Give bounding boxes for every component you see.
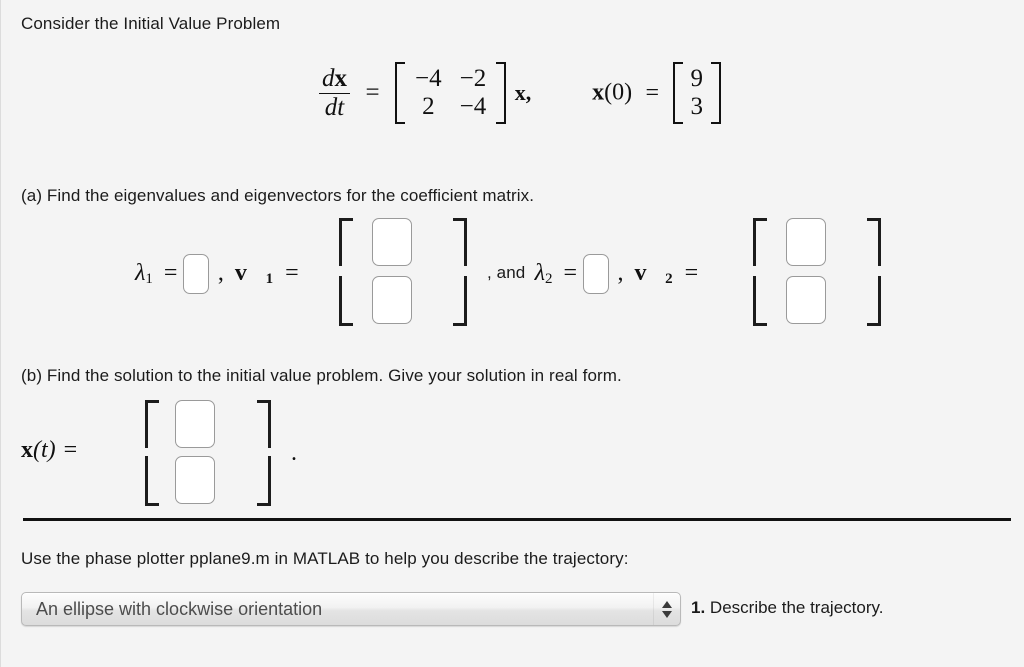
and-connector: , and	[487, 263, 531, 283]
derivative-denominator: dt	[319, 92, 350, 121]
solution-period: .	[291, 440, 297, 466]
trajectory-select-value: An ellipse with clockwise orientation	[36, 598, 323, 619]
bracket-bottom-left	[145, 456, 159, 506]
initial-equals-sign: =	[645, 79, 660, 106]
select-spinner[interactable]	[653, 593, 680, 625]
eigenvector-1-row1-input[interactable]	[372, 218, 412, 266]
derivative-numerator: dx	[322, 64, 347, 92]
eigenvector-2-row2-input[interactable]	[786, 276, 826, 324]
matrix-cell: 2	[422, 93, 435, 120]
matrix-row: −4 −2	[406, 65, 495, 93]
phase-plotter-instruction: Use the phase plotter pplane9.m in MATLA…	[21, 549, 629, 568]
lambda1-group: λ1 = , v⃗1 =	[135, 254, 299, 294]
bracket-bottom-right	[867, 276, 881, 326]
bracket-top-right	[257, 400, 271, 448]
matrix-cell: 9	[690, 65, 704, 92]
question-text: Describe the trajectory.	[709, 598, 884, 617]
bracket-bottom-left	[339, 276, 353, 326]
matrix-row: 3	[682, 93, 713, 121]
solution-row1-input[interactable]	[175, 400, 215, 448]
bracket-bottom-right	[257, 456, 271, 506]
lambda2-input[interactable]	[583, 254, 610, 294]
solution-label: x(t)=	[21, 437, 77, 464]
matrix-row: 9	[682, 65, 713, 93]
lambda2-group: , and λ2 = , v⃗2 =	[487, 254, 698, 294]
differential-equation: dx dt = −4 −2 2 −4 x, x(0) = 9 3	[319, 62, 721, 124]
solution-row2-input[interactable]	[175, 456, 215, 504]
state-vector-x: x,	[514, 80, 532, 105]
lambda1-label: λ1 =	[135, 260, 178, 287]
eigenvector-1-row2-input[interactable]	[372, 276, 412, 324]
page-title: Consider the Initial Value Problem	[21, 14, 281, 33]
question-number: 1.	[691, 598, 706, 617]
matrix-cell: −4	[459, 93, 487, 120]
bracket-top-left	[339, 218, 353, 266]
caret-down-icon[interactable]	[662, 610, 672, 618]
bracket-top-right	[867, 218, 881, 266]
trajectory-question: 1. Describe the trajectory.	[691, 598, 883, 618]
equals-sign: =	[365, 79, 380, 106]
v2-label: , v⃗2 =	[617, 260, 699, 287]
initial-condition-label: x(0)	[592, 79, 633, 106]
trajectory-select[interactable]: An ellipse with clockwise orientation	[21, 592, 681, 626]
caret-up-icon[interactable]	[662, 600, 672, 608]
initial-condition-vector: 9 3	[672, 62, 722, 124]
matrix-cell: −2	[459, 65, 487, 92]
matrix-cell: 3	[690, 93, 704, 120]
eigenvector-2-matrix	[753, 218, 881, 326]
section-divider	[23, 518, 1011, 521]
coefficient-matrix: −4 −2 2 −4	[395, 62, 507, 124]
bracket-top-right	[453, 218, 467, 266]
solution-vector-matrix	[145, 400, 271, 506]
lambda2-label: λ2 =	[534, 260, 578, 287]
xt-label: x(t)=	[21, 437, 78, 463]
matrix-cell: −4	[415, 65, 442, 92]
derivative-fraction: dx dt	[319, 64, 350, 121]
eigenvector-2-row1-input[interactable]	[786, 218, 826, 266]
bracket-top-left	[145, 400, 159, 448]
part-b-prompt: (b) Find the solution to the initial val…	[21, 366, 622, 385]
matrix-row: 2 −4	[406, 93, 495, 121]
part-a-prompt: (a) Find the eigenvalues and eigenvector…	[21, 186, 535, 205]
bracket-top-left	[753, 218, 767, 266]
v1-label: , v⃗1 =	[217, 260, 299, 287]
bracket-bottom-left	[753, 276, 767, 326]
bracket-bottom-right	[453, 276, 467, 326]
lambda1-input[interactable]	[183, 254, 210, 294]
eigenvector-1-matrix	[339, 218, 467, 326]
